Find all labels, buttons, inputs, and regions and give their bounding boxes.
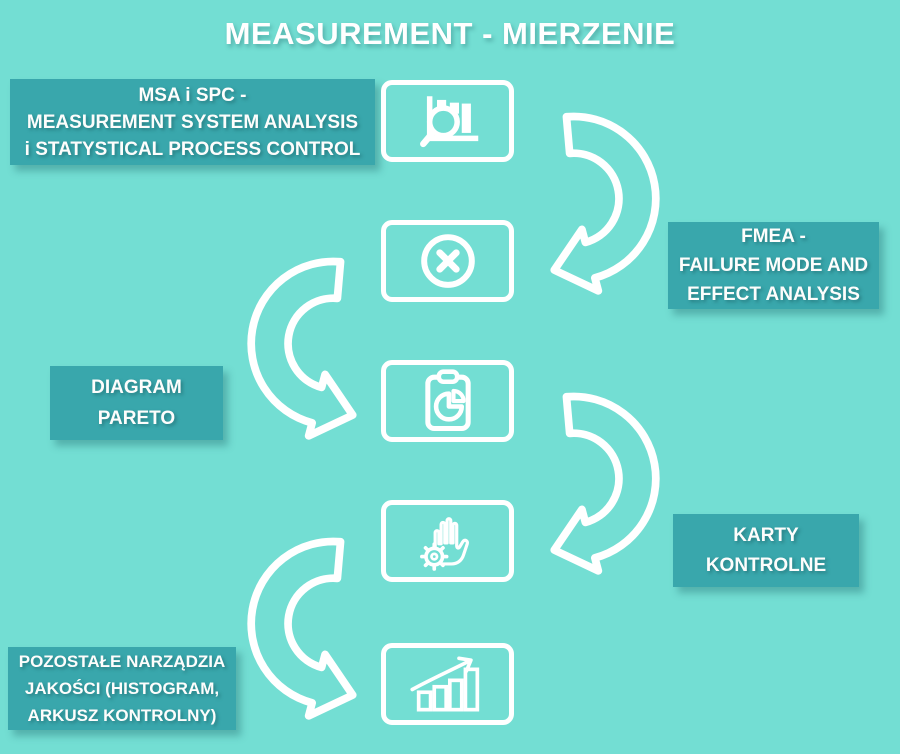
label-pozostale-narzedzia-text: POZOSTAŁE NARZĄDZIA JAKOŚCI (HISTOGRAM, … [18, 652, 226, 725]
bar-chart-magnifier-icon [419, 96, 478, 148]
growth-bar-chart-icon [409, 656, 479, 712]
label-karty-kontrolne: KARTY KONTROLNE [673, 514, 859, 587]
label-fmea: FMEA - FAILURE MODE AND EFFECT ANALYSIS [668, 222, 879, 309]
label-msa-spc: MSA i SPC - MEASUREMENT SYSTEM ANALYSIS … [10, 79, 375, 165]
label-pozostale-narzedzia: POZOSTAŁE NARZĄDZIA JAKOŚCI (HISTOGRAM, … [8, 647, 236, 730]
label-fmea-text: FMEA - FAILURE MODE AND EFFECT ANALYSIS [678, 226, 869, 305]
hand-gear-icon [419, 517, 469, 571]
label-diagram-pareto-text: DIAGRAM PARETO [91, 377, 182, 429]
label-msa-spc-text: MSA i SPC - MEASUREMENT SYSTEM ANALYSIS … [24, 84, 361, 160]
icon-tile-msa-spc [381, 80, 514, 162]
icon-tile-fmea [381, 220, 514, 302]
label-karty-kontrolne-text: KARTY KONTROLNE [705, 524, 827, 576]
curved-arrow-right-1 [544, 102, 666, 300]
error-cross-icon [420, 234, 475, 288]
curved-arrow-right-2 [544, 382, 666, 580]
icon-tile-pozostale [381, 643, 514, 725]
label-diagram-pareto: DIAGRAM PARETO [50, 366, 223, 440]
icon-tile-pareto [381, 360, 514, 442]
curved-arrow-left-2 [241, 527, 363, 725]
curved-arrow-left-1 [241, 247, 363, 445]
page-title: MEASUREMENT - MIERZENIE [224, 16, 676, 51]
icon-tile-karty [381, 500, 514, 582]
clipboard-pie-chart-icon [424, 369, 471, 432]
